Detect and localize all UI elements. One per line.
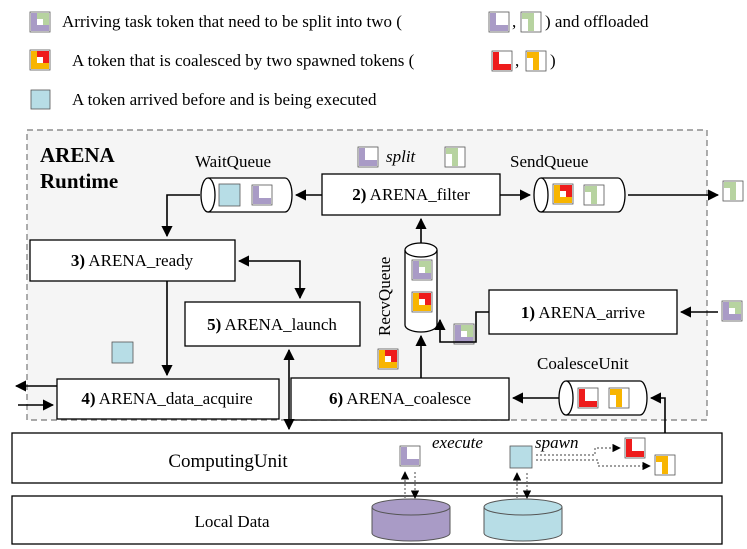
- cyan-database: [483, 498, 563, 542]
- arena-filter-number: 2): [352, 185, 366, 204]
- flow-spawn-red: [536, 443, 621, 456]
- spawned-red-token: [624, 437, 646, 459]
- executing-purple-token: [399, 445, 421, 467]
- computing-unit-label: ComputingUnit: [168, 451, 288, 472]
- legend: Arriving task token that need to be spli…: [29, 11, 649, 110]
- legend-item-1-text: Arriving task token that need to be spli…: [62, 12, 402, 31]
- coalesce-unit-label: CoalesceUnit: [537, 354, 629, 373]
- legend-executing-token-icon: [30, 89, 51, 110]
- local-data-box: Local Data: [11, 495, 723, 545]
- arena-launch-label: ARENA_launch: [221, 315, 337, 334]
- arena-data-acquire-number: 4): [81, 389, 95, 408]
- svg-text:3) ARENA_ready: 3) ARENA_ready: [71, 251, 194, 270]
- arrow-computing-to-coalesceunit: [649, 392, 666, 433]
- svg-text:2) ARENA_filter: 2) ARENA_filter: [352, 185, 470, 204]
- runtime-title-line-1: ARENA: [40, 143, 116, 167]
- split-label: split: [386, 147, 417, 166]
- spawn-label: spawn: [535, 433, 578, 452]
- arena-coalesce-box: 6) ARENA_coalesce: [290, 377, 510, 421]
- computing-unit-box: ComputingUnit: [11, 432, 723, 484]
- coalesce-unit: [558, 380, 648, 416]
- legend-red-part-icon: [491, 50, 513, 72]
- wait-queue-label: WaitQueue: [195, 152, 271, 171]
- svg-text:1) ARENA_arrive: 1) ARENA_arrive: [521, 303, 645, 322]
- connector-arrows: [14, 189, 720, 433]
- coalesce-unit-red-token: [577, 387, 599, 409]
- arena-launch-number: 5): [207, 315, 221, 334]
- send-queue-label: SendQueue: [510, 152, 588, 171]
- flow-spawn-yellow: [536, 459, 651, 471]
- svg-text:6) ARENA_coalesce: 6) ARENA_coalesce: [329, 389, 471, 408]
- dotted-data-flows: [400, 443, 651, 499]
- outgoing-green-token: [722, 180, 744, 202]
- wait-queue-purple-token: [251, 184, 273, 206]
- svg-text:5) ARENA_launch: 5) ARENA_launch: [207, 315, 337, 334]
- local-data-label: Local Data: [194, 512, 269, 531]
- arena-launch-box: 5) ARENA_launch: [184, 301, 361, 347]
- legend-item-1-tail: ) and offloaded: [545, 12, 649, 31]
- send-queue: [533, 177, 626, 213]
- svg-text:4) ARENA_data_acquire: 4) ARENA_data_acquire: [81, 389, 252, 408]
- arena-arrive-box: 1) ARENA_arrive: [488, 289, 678, 335]
- runtime-title-line-2: Runtime: [40, 169, 118, 193]
- arena-coalesce-label: ARENA_coalesce: [343, 389, 471, 408]
- executing-cyan-token: [509, 445, 533, 469]
- arrow-waitqueue-to-ready: [161, 194, 200, 238]
- legend-yellow-part-icon: [525, 50, 547, 72]
- legend-item-2-tail: ): [550, 51, 556, 70]
- arena-ready-label: ARENA_ready: [85, 251, 194, 270]
- wait-queue: [200, 177, 293, 213]
- split-purple-token: [357, 146, 379, 168]
- arrive-output-token: [453, 323, 475, 345]
- arena-data-acquire-label: ARENA_data_acquire: [95, 389, 252, 408]
- recv-queue-label: RecvQueue: [375, 257, 394, 336]
- send-queue-green-token: [583, 184, 605, 206]
- execute-label: execute: [432, 433, 483, 452]
- spawned-yellow-token: [654, 454, 676, 476]
- arena-ready-box: 3) ARENA_ready: [29, 239, 236, 282]
- arena-data-acquire-box: 4) ARENA_data_acquire: [56, 378, 280, 420]
- arrow-ready-launch: [237, 255, 306, 300]
- arena-ready-number: 3): [71, 251, 85, 270]
- arena-arrive-label: ARENA_arrive: [535, 303, 645, 322]
- legend-item-3-text: A token arrived before and is being exec…: [72, 90, 377, 109]
- purple-database: [371, 498, 451, 542]
- legend-arriving-token-icon: [29, 11, 51, 33]
- incoming-arriving-token: [721, 300, 743, 322]
- recv-queue-arriving-token: [411, 259, 433, 281]
- legend-purple-part-icon: [488, 11, 510, 33]
- coalesce-output-token: [377, 348, 399, 370]
- wait-queue-cyan-token: [218, 183, 241, 207]
- send-queue-coalesced-token: [552, 183, 574, 205]
- acquire-cyan-token: [111, 341, 134, 364]
- recv-queue: [404, 242, 438, 333]
- arena-filter-box: 2) ARENA_filter: [321, 173, 501, 216]
- legend-item-2-separator: ,: [515, 51, 519, 70]
- arena-filter-label: ARENA_filter: [366, 185, 470, 204]
- legend-green-part-icon: [520, 11, 542, 33]
- recv-queue-coalesced-token: [411, 291, 433, 313]
- arrow-arrive-to-recvqueue: [434, 311, 489, 343]
- split-green-token: [444, 146, 466, 168]
- legend-item-1-separator: ,: [512, 12, 516, 31]
- legend-coalesced-token-icon: [29, 49, 51, 71]
- arena-coalesce-number: 6): [329, 389, 343, 408]
- coalesce-unit-yellow-token: [608, 387, 630, 409]
- arena-arrive-number: 1): [521, 303, 535, 322]
- legend-item-2-text: A token that is coalesced by two spawned…: [72, 51, 415, 70]
